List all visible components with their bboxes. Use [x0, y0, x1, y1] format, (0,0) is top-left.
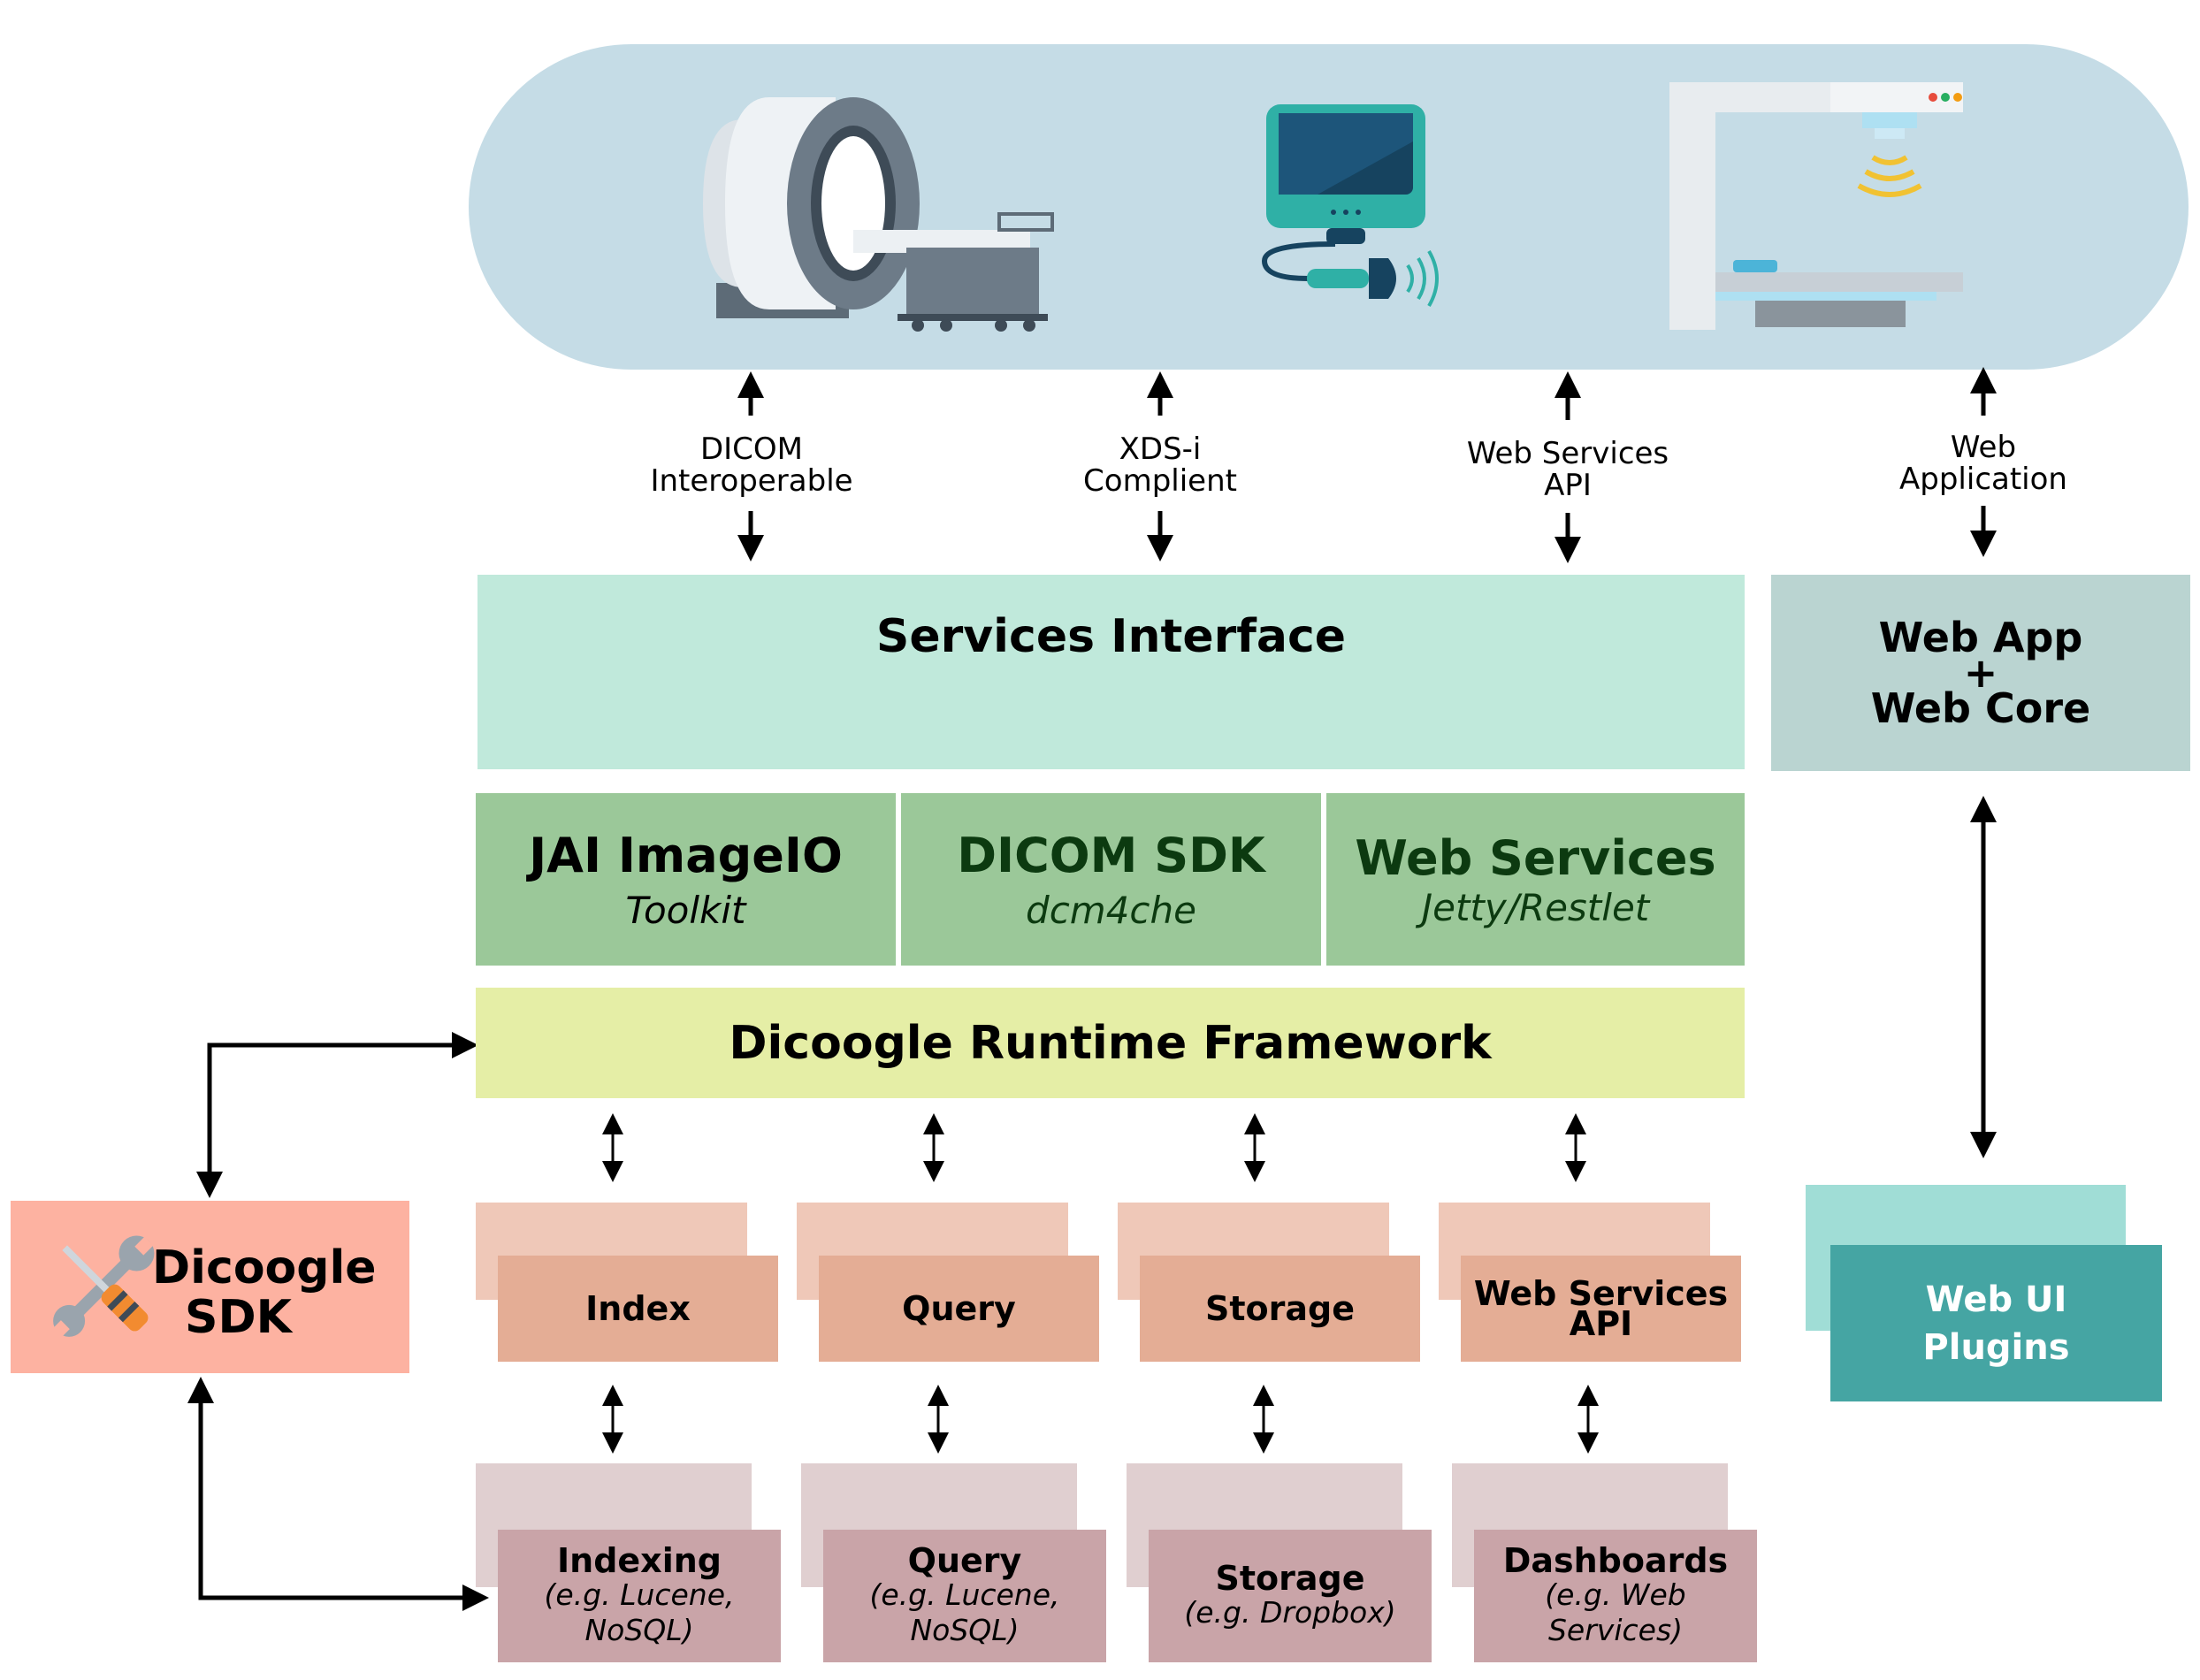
plugin-query-title: Query — [907, 1541, 1022, 1580]
xray-machine-icon — [1669, 82, 1963, 330]
plugin-type-webservices: Web Services API — [1461, 1256, 1741, 1362]
sdk-runtime-arrow — [196, 1032, 478, 1198]
library-web-services: Web Services Jetty/Restlet — [1326, 793, 1745, 966]
web-core-box: Web App + Web Core — [1771, 575, 2190, 771]
library-jai-imageio: JAI ImageIO Toolkit — [476, 793, 896, 966]
plugin-indexing-title: Indexing — [557, 1541, 722, 1580]
plugin-dashboards-title: Dashboards — [1502, 1541, 1729, 1580]
link-label-xds-line1: XDS-i — [1119, 431, 1202, 467]
link-label-webservices-line2: API — [1544, 468, 1592, 503]
sdk-title-line2: SDK — [185, 1291, 292, 1344]
web-ui-plugins-box: Web UI Plugins — [1830, 1245, 2162, 1401]
tools-icon — [52, 1235, 155, 1338]
sdk-plugins-arrow — [187, 1377, 489, 1611]
library-jai-title: JAI ImageIO — [529, 827, 843, 883]
plugin-type-webservices-line2: API — [1569, 1304, 1633, 1343]
library-jai-subtitle: Toolkit — [625, 888, 746, 932]
link-label-webservices: Web Services API — [1426, 438, 1709, 501]
plugin-type-query: Query — [819, 1256, 1099, 1362]
plugin-dashboards: Dashboards (e.g. Web Services) — [1474, 1530, 1757, 1662]
plugin-indexing-sub2: NoSQL) — [584, 1613, 694, 1647]
web-core-line2: Web Core — [1870, 684, 2091, 732]
plugin-query: Query (e.g. Lucene, NoSQL) — [823, 1530, 1106, 1662]
plugin-indexing: Indexing (e.g. Lucene, NoSQL) — [498, 1530, 781, 1662]
plugin-query-sub1: (e.g. Lucene, — [869, 1577, 1060, 1612]
web-ui-plugins-line1: Web UI — [1925, 1279, 2067, 1320]
plugin-indexing-sub1: (e.g. Lucene, — [544, 1577, 735, 1612]
ultrasound-icon — [1261, 104, 1439, 308]
link-label-webapp-line1: Web — [1950, 430, 2017, 465]
plugin-type-storage: Storage — [1140, 1256, 1420, 1362]
link-label-dicom: DICOM Interoperable — [619, 433, 884, 497]
plugin-type-index: Index — [498, 1256, 778, 1362]
link-label-dicom-line1: DICOM — [699, 431, 804, 467]
web-ui-plugins-line2: Plugins — [1922, 1326, 2070, 1368]
link-label-webapp: Web Application — [1851, 431, 2116, 495]
plugin-storage-title: Storage — [1215, 1559, 1365, 1598]
library-webservices-subtitle: Jetty/Restlet — [1421, 885, 1650, 929]
link-label-xds-line2: Complient — [1083, 463, 1237, 499]
plugin-dashboards-sub1: (e.g. Web Services) — [1545, 1577, 1686, 1647]
link-label-dicom-line2: Interoperable — [650, 463, 853, 499]
plugin-type-webservices-line1: Web Services — [1473, 1274, 1729, 1313]
plugin-storage-sub1: (e.g. Dropbox) — [1184, 1595, 1396, 1630]
plugin-storage: Storage (e.g. Dropbox) — [1149, 1530, 1432, 1662]
web-core-plus: + — [1963, 649, 1998, 697]
link-label-xds: XDS-i Complient — [1027, 433, 1293, 497]
services-interface-title: Services Interface — [875, 610, 1347, 663]
library-dicom-sdk: DICOM SDK dcm4che — [901, 793, 1321, 966]
sdk-title-line1: Dicoogle — [152, 1241, 377, 1294]
mri-scanner-icon — [703, 97, 1054, 332]
link-label-webapp-line2: Application — [1899, 462, 2067, 497]
services-interface-box: Services Interface — [477, 575, 1745, 769]
library-dicom-title: DICOM SDK — [957, 827, 1265, 883]
web-core-line1: Web App — [1878, 614, 2083, 661]
runtime-framework-box: Dicoogle Runtime Framework — [476, 988, 1745, 1098]
library-webservices-title: Web Services — [1355, 829, 1716, 886]
link-label-webservices-line1: Web Services — [1466, 436, 1669, 471]
sdk-box: Dicoogle SDK — [11, 1201, 409, 1373]
library-dicom-subtitle: dcm4che — [1026, 888, 1196, 932]
plugin-query-sub2: NoSQL) — [910, 1613, 1020, 1647]
